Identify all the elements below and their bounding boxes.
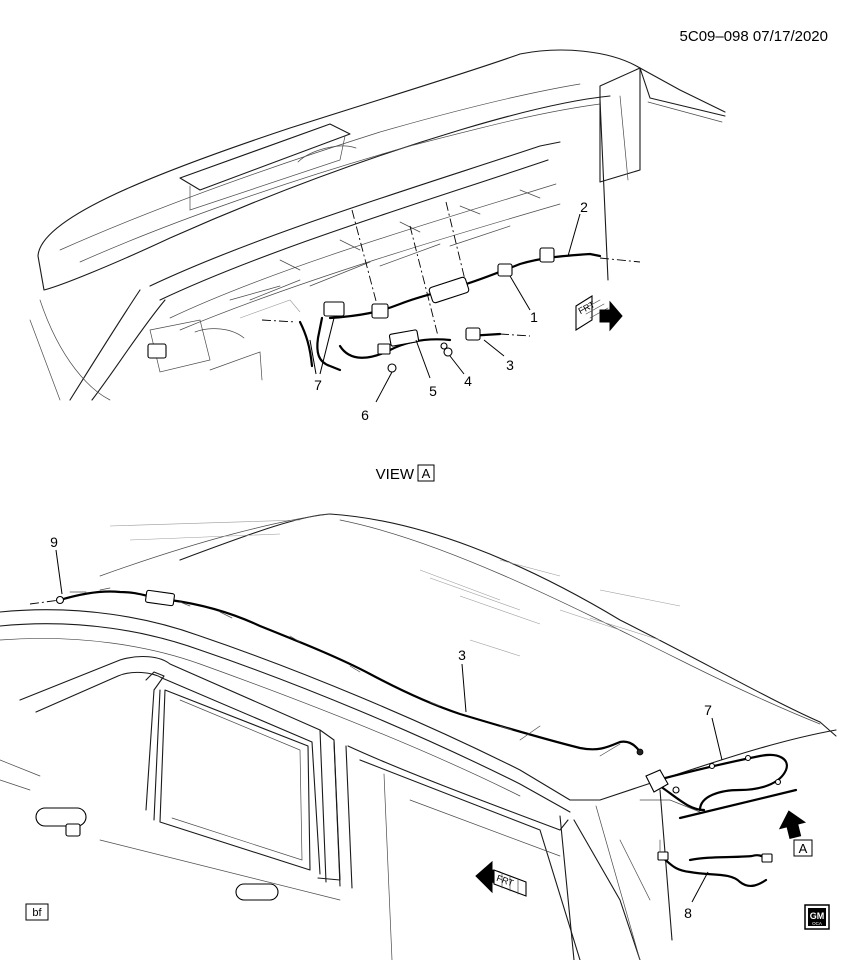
callout-1: 1 [530,309,538,325]
callout-7: 7 [314,377,322,393]
callout-6: 6 [361,407,369,423]
callout-3-lower: 3 [458,647,466,663]
connector-2-clip [539,247,555,263]
view-a-label: VIEW [376,466,415,483]
view-a-arrow-icon: A [778,810,813,857]
callout-4: 4 [464,373,472,389]
front-arrow-left-icon: FRT [475,860,527,897]
bf-box: bf [25,903,49,921]
view-a-arrow-box [793,839,813,857]
callout-5: 5 [429,383,437,399]
upper-harness [298,247,602,373]
view-a-box [417,464,435,482]
lower-harness [29,587,798,888]
callout-7-lower: 7 [704,702,712,718]
gm-logo-subtext: OCA [812,921,822,926]
upper-view-vehicle-interior [29,49,726,401]
view-a-title: VIEW A [376,464,435,483]
callout-8: 8 [684,905,692,921]
lower-view-vehicle [0,513,837,960]
bf-label: bf [32,907,42,919]
door-handle-rear [235,883,279,901]
doc-code: 5C09–098 07/17/2020 [680,28,828,45]
gm-logo-text: GM [810,911,825,921]
view-a-callouts: 1 2 3 4 5 6 7 [309,199,588,423]
lower-callouts: 9 3 7 8 [50,534,723,921]
front-arrow-icon: FRT [575,295,623,332]
view-a-arrow-letter: A [799,841,808,856]
gm-logo: GM OCA [804,904,830,930]
callout-2: 2 [580,199,588,215]
callout-3: 3 [506,357,514,373]
view-a-box-letter: A [422,466,431,481]
door-handle-front [35,807,87,827]
callout-9: 9 [50,534,58,550]
airbag-module [428,276,470,304]
